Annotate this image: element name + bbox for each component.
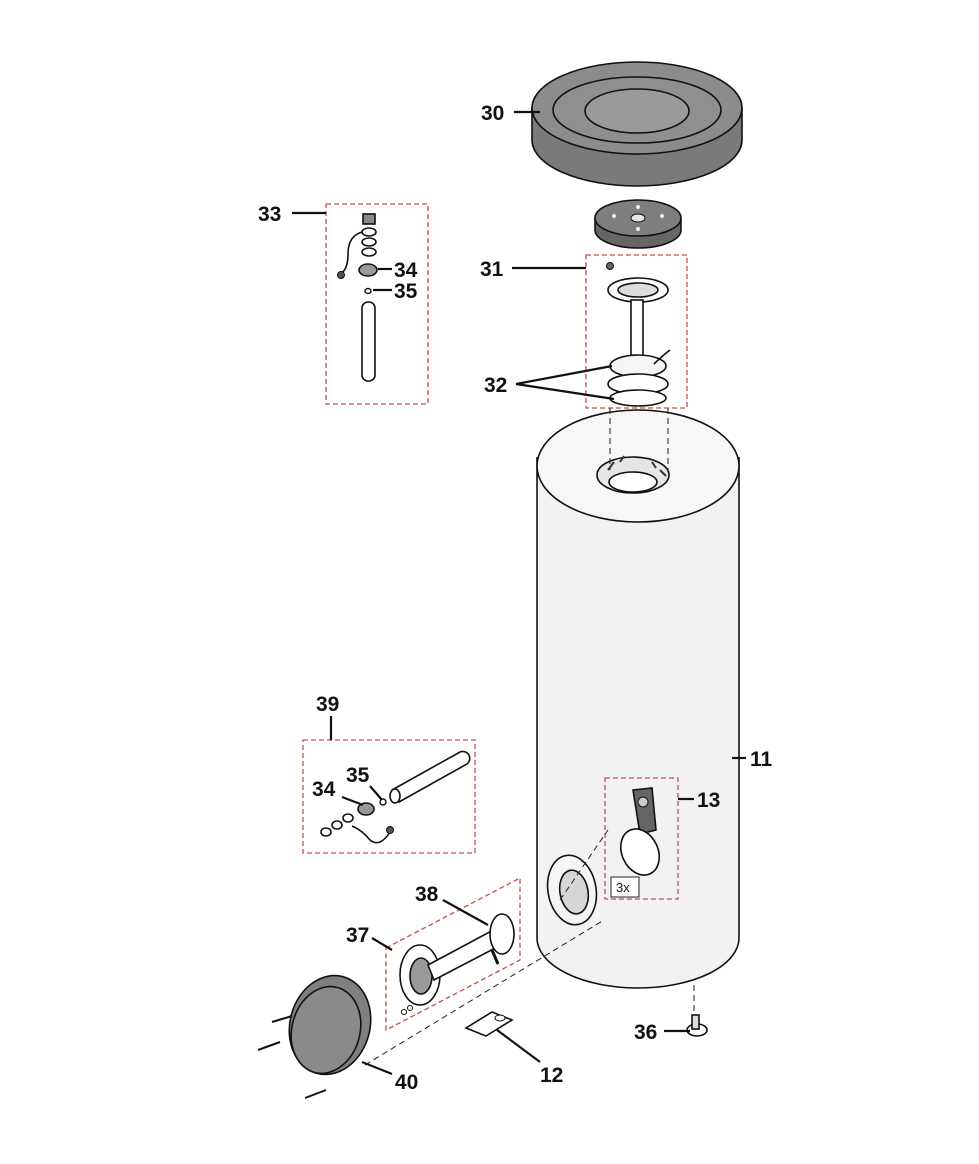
callout-31: 31 (480, 258, 504, 281)
top-cover (531, 61, 743, 187)
upper-element-group-box (585, 254, 688, 409)
leader-lines (292, 110, 746, 1076)
quantity-note-box (610, 876, 640, 898)
quantity-note: 3x (616, 880, 630, 895)
insulation-disk (594, 199, 682, 249)
side-anode-group-box (302, 739, 476, 854)
callout-34-side: 34 (312, 778, 336, 801)
callout-35-side: 35 (346, 764, 370, 787)
callout-11: 11 (750, 748, 773, 771)
callout-35-top: 35 (394, 280, 418, 303)
callout-13: 13 (697, 789, 720, 812)
anode-rod-assembly (337, 213, 378, 382)
guide-line (364, 919, 605, 1066)
callout-40: 40 (395, 1071, 418, 1094)
callout-33: 33 (258, 203, 281, 226)
upper-element-assembly (606, 262, 671, 407)
guide-line (559, 829, 609, 901)
callout-12: 12 (540, 1064, 563, 1087)
mounting-clip (464, 1011, 514, 1037)
side-anode-assembly (320, 750, 471, 844)
callout-38: 38 (415, 883, 439, 906)
callout-34-top: 34 (394, 259, 418, 282)
thermostat-assembly (619, 787, 661, 876)
lower-element-assembly (399, 913, 515, 1015)
callout-32: 32 (484, 374, 507, 397)
thermostat-group-box (604, 777, 679, 900)
callout-39: 39 (316, 693, 339, 716)
callout-37: 37 (346, 924, 369, 947)
tank-body (536, 409, 740, 989)
lower-element-group-box (385, 876, 521, 1032)
element-port-flange (546, 854, 598, 926)
callout-36: 36 (634, 1021, 657, 1044)
callout-30: 30 (481, 102, 504, 125)
callout-labels: 30 31 32 33 34 35 39 35 34 11 13 38 37 1… (258, 102, 773, 1094)
drain-bolt (686, 985, 708, 1037)
access-cover (257, 974, 372, 1099)
anode-group-box (325, 203, 429, 405)
